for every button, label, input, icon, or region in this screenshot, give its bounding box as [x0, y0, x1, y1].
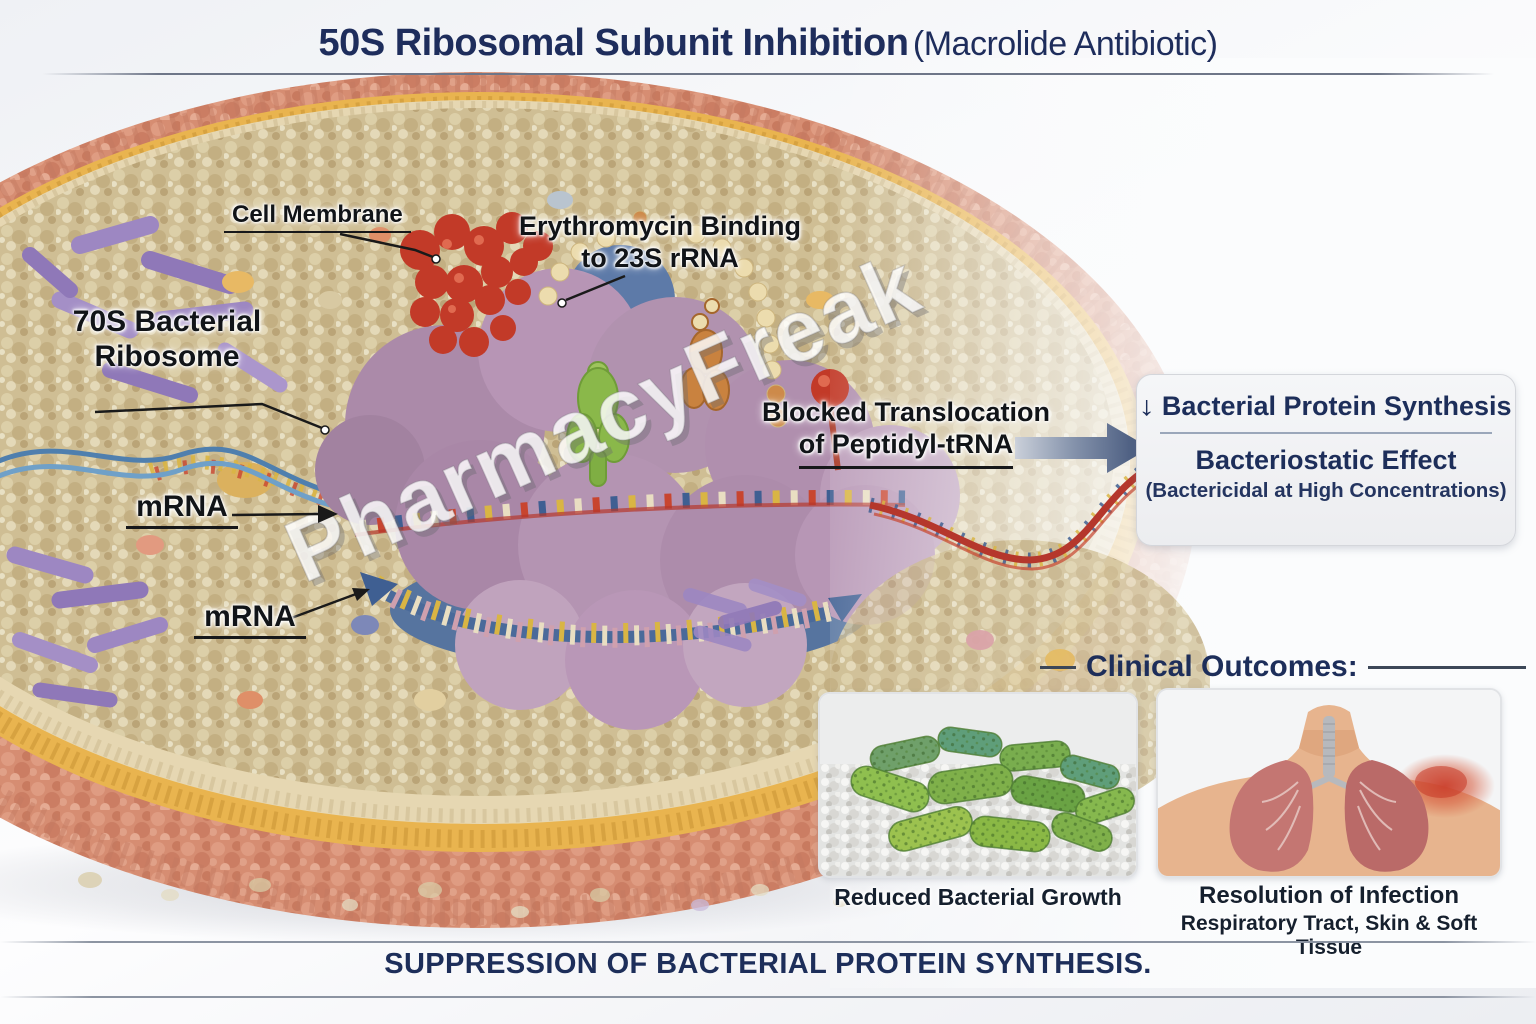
- mrna-helix-strand: [0, 446, 336, 509]
- purple-rod-organelles: [6, 216, 288, 708]
- caption-resolution: Resolution of Infection Respiratory Trac…: [1180, 882, 1478, 959]
- result-arrow: [1015, 423, 1150, 473]
- rrna-bead-loop: [538, 210, 788, 428]
- clinical-outcomes-heading: Clinical Outcomes:: [1040, 650, 1526, 684]
- trna-green: [566, 361, 630, 487]
- label-cell-membrane: Cell Membrane: [224, 201, 411, 234]
- bacteria-image-card: [818, 692, 1138, 878]
- label-erythromycin-binding: Erythromycin Binding to 23S rRNA: [518, 211, 802, 273]
- footer-banner: SUPPRESSION OF BACTERIAL PROTEIN SYNTHES…: [384, 948, 1152, 980]
- erythromycin-molecule: [400, 212, 553, 357]
- mrna-ladder: [354, 489, 906, 537]
- callout-connectors: [94, 232, 626, 622]
- effects-divider: [1160, 432, 1492, 434]
- page-title: 50S Ribosomal Subunit Inhibition (Macrol…: [0, 22, 1536, 65]
- trna-orange: [680, 298, 730, 411]
- effects-panel: ↓Bacterial Protein Synthesis Bacteriosta…: [1136, 374, 1516, 546]
- bacteria-illustration: [820, 694, 1136, 876]
- footer-rule-top: [0, 941, 1536, 943]
- label-mrna-bottom: mRNA: [194, 599, 306, 640]
- down-arrow-icon: ↓: [1138, 391, 1156, 421]
- torso-illustration: [1158, 690, 1500, 876]
- loose-granules: [78, 872, 847, 918]
- label-mrna-top: mRNA: [126, 489, 238, 530]
- blocked-underline: [799, 465, 1013, 469]
- title-underline: [42, 73, 1494, 75]
- effect-bacteriostatic: Bacteriostatic Effect: [1195, 445, 1457, 475]
- footer-rule-bottom: [0, 996, 1536, 998]
- label-70s-ribosome: 70S Bacterial Ribosome: [72, 305, 262, 374]
- torso-image-card: [1156, 688, 1502, 878]
- caption-reduced-growth: Reduced Bacterial Growth: [834, 884, 1122, 910]
- heading-rule-right: [1367, 665, 1526, 669]
- effect-bactericidal-note: (Bactericidal at High Concentrations): [1145, 479, 1507, 502]
- heading-rule-left: [1040, 665, 1076, 669]
- label-blocked-translocation: Blocked Translocation of Peptidyl-tRNA: [760, 397, 1052, 469]
- title-main: 50S Ribosomal Subunit Inhibition: [318, 22, 909, 64]
- title-subtitle: (Macrolide Antibiotic): [912, 25, 1218, 63]
- effect-protein-synthesis: ↓Bacterial Protein Synthesis: [1138, 391, 1512, 421]
